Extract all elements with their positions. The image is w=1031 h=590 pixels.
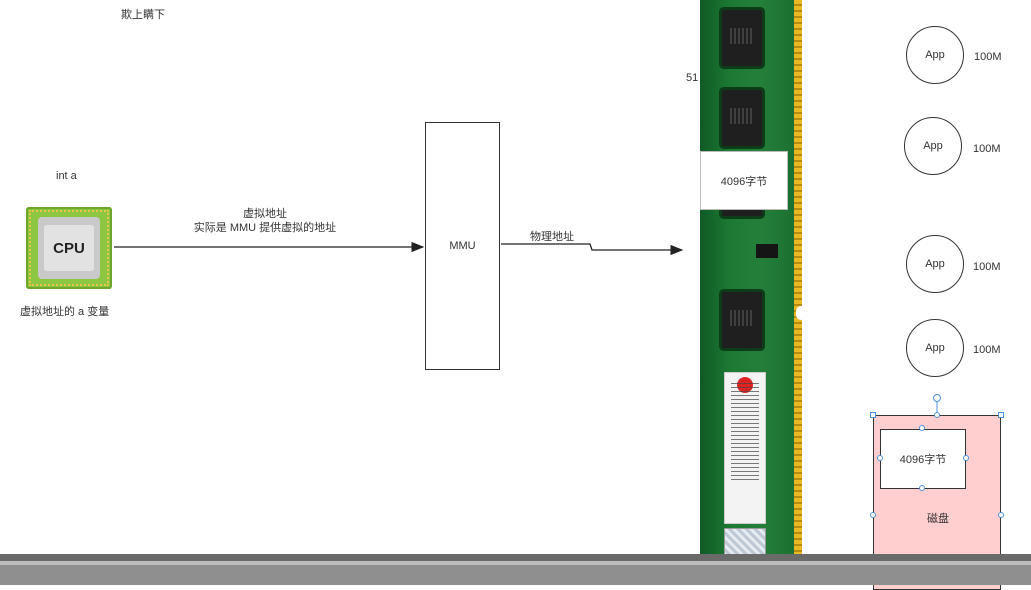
resize-handle[interactable] [870, 512, 876, 518]
arrow2-label: 物理地址 [530, 231, 574, 243]
mmu-label: MMU [449, 240, 476, 252]
ram-gold-contacts [794, 0, 802, 585]
app-label: App [923, 140, 943, 152]
cpu-caption: 虚拟地址的 a 变量 [20, 306, 110, 318]
app-circle[interactable]: App [906, 26, 964, 84]
app-circle[interactable]: App [906, 235, 964, 293]
variable-declaration: int a [56, 170, 77, 182]
ram-module-icon [700, 0, 806, 585]
ram-sticker [724, 372, 766, 524]
ram-chip [722, 292, 762, 348]
cpu-core: CPU [38, 217, 100, 279]
app-size: 100M [973, 344, 1001, 356]
inner-handle[interactable] [963, 455, 969, 461]
resize-handle[interactable] [998, 412, 1004, 418]
app-size: 100M [973, 261, 1001, 273]
ram-chip [722, 10, 762, 66]
disk-label: 磁盘 [927, 513, 949, 525]
app-label: App [925, 258, 945, 270]
rotate-handle[interactable] [933, 394, 941, 402]
disk-page-label: 4096字节 [899, 454, 947, 466]
ram-small-chip [756, 244, 778, 258]
resize-handle[interactable] [870, 412, 876, 418]
app-size: 100M [973, 143, 1001, 155]
ram-barcode [731, 383, 759, 483]
horizontal-scrollbar[interactable] [0, 554, 1031, 585]
ram-notch [796, 306, 806, 320]
arrow1-label-line2: 实际是 MMU 提供虚拟的地址 [193, 222, 337, 234]
app-label: App [925, 49, 945, 61]
arrow1-label-line1: 虚拟地址 [243, 208, 287, 220]
disk-page-box[interactable]: 4096字节 [880, 429, 966, 489]
cpu-pins [29, 210, 109, 286]
ram-page-box[interactable]: 4096字节 [700, 151, 788, 210]
resize-handle[interactable] [934, 412, 940, 418]
cpu-chip-icon: CPU [26, 207, 112, 289]
inner-handle[interactable] [919, 485, 925, 491]
ram-partial-label: 51 [686, 72, 699, 84]
resize-handle[interactable] [998, 512, 1004, 518]
inner-handle[interactable] [877, 455, 883, 461]
ram-page-label: 4096字节 [720, 175, 768, 188]
mmu-box: MMU [425, 122, 500, 370]
inner-handle[interactable] [919, 425, 925, 431]
cpu-label: CPU [44, 225, 94, 271]
ram-chip [722, 90, 762, 146]
app-label: App [925, 342, 945, 354]
physical-address-arrow-icon [501, 243, 684, 256]
app-size: 100M [974, 51, 1002, 63]
top-note: 欺上瞒下 [121, 9, 165, 21]
app-circle[interactable]: App [906, 319, 964, 377]
app-circle[interactable]: App [904, 117, 962, 175]
